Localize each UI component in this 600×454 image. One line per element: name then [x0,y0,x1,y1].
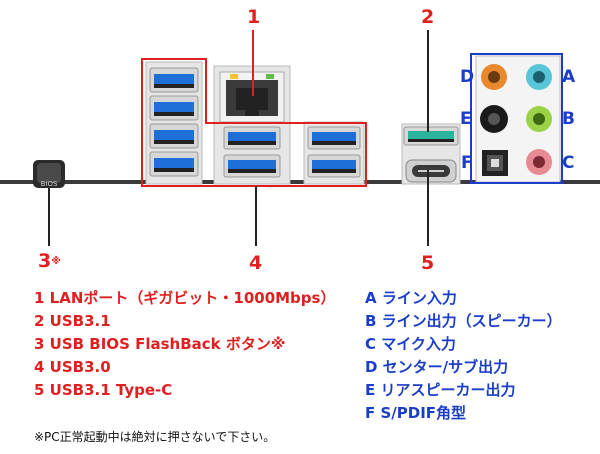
callout-4-outline [141,58,367,187]
callout-number-4: 4 [249,252,263,274]
usb-type-c-icon[interactable] [405,159,457,183]
port-letter-C: C [562,153,575,173]
port-letter-B: B [562,109,575,129]
usb31-port[interactable] [403,126,459,146]
legend-item-D: D センター/サブ出力 [365,358,509,376]
legend-item-1: 1 LANポート（ギガビット・1000Mbps） [34,289,336,307]
panel-base-line [0,180,600,184]
audio-jack-green[interactable] [526,106,552,132]
audio-jack-orange[interactable] [481,64,507,90]
usb30-port[interactable] [149,67,199,93]
callout-3: 3※ [38,252,61,271]
legend-item-A: A ライン入力 [365,289,457,307]
legend-item-2: 2 USB3.1 [34,312,111,330]
audio-blue-outline [470,53,563,184]
audio-block [470,53,563,184]
usb30-port[interactable] [149,95,199,121]
usb30-port[interactable] [223,154,281,178]
legend-item-4: 4 USB3.0 [34,358,111,376]
bios-button-icon[interactable]: BIOS [33,160,65,188]
lan-usb-block [213,65,291,185]
usb30-stack-left [145,61,203,185]
usb30-port[interactable] [307,154,361,178]
legend-item-B: B ライン出力（スピーカー） [365,312,562,330]
usb30-pair-right [303,121,365,185]
usb30-port[interactable] [149,151,199,177]
bios-button-label: BIOS [41,180,58,188]
port-letter-E: E [460,109,472,129]
usb30-port[interactable] [307,126,361,150]
callout-3-mark: ※ [51,256,61,267]
legend-item-F: F S/PDIF角型 [365,404,467,422]
usb30-port[interactable] [149,123,199,149]
callout-number-3: 3 [38,250,52,272]
audio-jack-lightblue[interactable] [526,64,552,90]
spdif-icon[interactable] [482,150,508,176]
callout-number-1: 1 [247,6,261,28]
usb31-block [401,123,461,185]
io-panel-illustration: BIOS [0,30,600,246]
legend-item-E: E リアスピーカー出力 [365,381,516,399]
legend-right: A ライン入力 B ライン出力（スピーカー） C マイク入力 D センター/サブ… [365,287,562,425]
legend-item-C: C マイク入力 [365,335,456,353]
callout-number-2: 2 [421,6,435,28]
legend-item-3: 3 USB BIOS FlashBack ボタン※ [34,335,286,353]
port-letter-D: D [460,67,475,87]
legend-item-5: 5 USB3.1 Type-C [34,381,173,399]
audio-jack-pink[interactable] [526,149,552,175]
legend-left: 1 LANポート（ギガビット・1000Mbps） 2 USB3.1 3 USB … [34,287,335,402]
port-letter-F: F [461,153,473,173]
footnote: ※PC正常起動中は絶対に押さないで下さい。 [34,430,276,444]
usb30-port[interactable] [223,126,281,150]
port-letter-A: A [562,67,576,87]
callout-number-5: 5 [421,252,435,274]
audio-jack-black[interactable] [480,105,508,133]
